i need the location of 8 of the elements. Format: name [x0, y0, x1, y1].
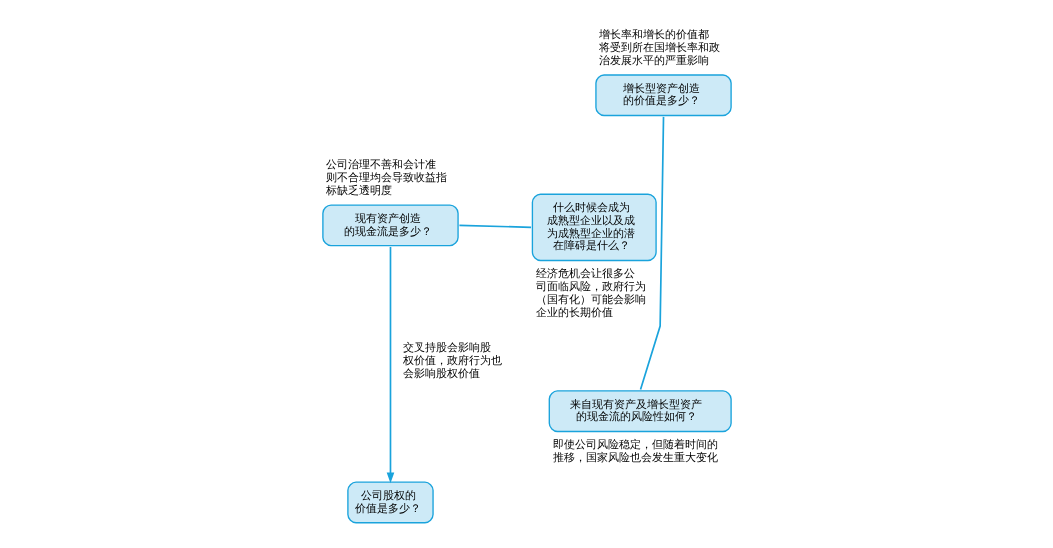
node-label: 即使公司风险稳定，但随着时间的推移，国家风险也会发生重大变化: [552, 437, 718, 464]
connector: [458, 224, 532, 229]
edge-label: 交叉持股会影响股权价值，政府行为也会影响股权价值: [402, 340, 502, 380]
node-label: 公司治理不善和会计准则不合理均会导致收益指标缺乏透明度: [325, 157, 447, 197]
node-label: 增长率和增长的价值都将受到所在国增长率和政治发展水平的严重影响: [598, 27, 720, 67]
connector: [639, 116, 664, 391]
arrow: [386, 246, 394, 484]
node-label: 经济危机会让很多公司面临风险，政府行为（国有化）可能会影响企业的长期价值: [535, 266, 646, 319]
